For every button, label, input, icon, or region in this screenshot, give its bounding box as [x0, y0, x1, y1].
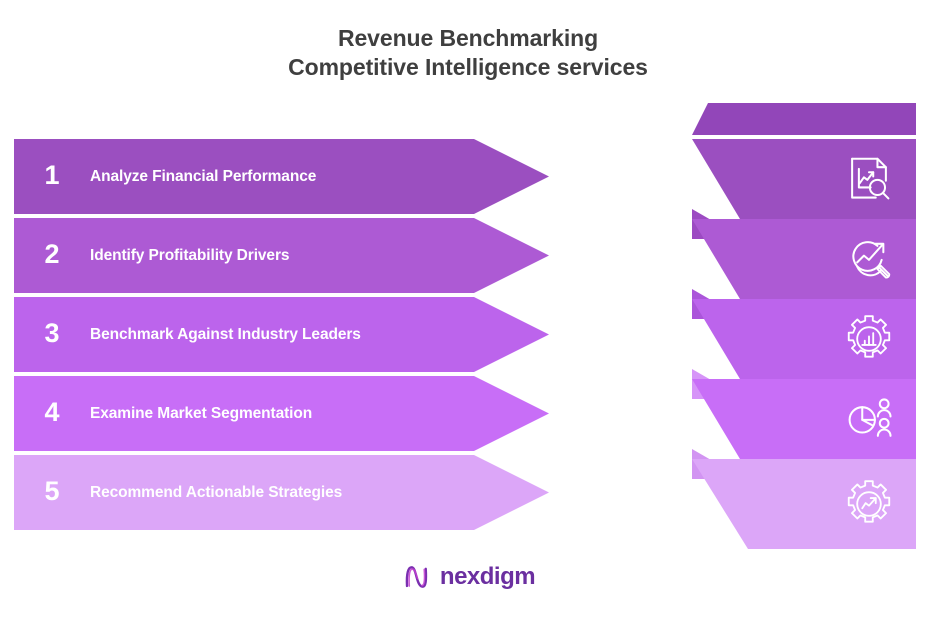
ribbon-band-2[interactable] [692, 219, 916, 299]
title-line-2: Competitive Intelligence services [288, 54, 648, 80]
step-number: 4 [44, 397, 60, 427]
chevron-step-4[interactable]: 4 Examine Market Segmentation [14, 376, 549, 451]
step-label: Identify Profitability Drivers [90, 246, 290, 264]
ribbon-band-4[interactable] [692, 379, 916, 459]
step-number: 5 [44, 476, 60, 506]
pie-chart-people-icon [842, 392, 896, 446]
chevron-step-1[interactable]: 1 Analyze Financial Performance [14, 139, 549, 214]
logo-wordmark: nexdigm [439, 563, 536, 590]
ribbon-band-1[interactable] [692, 139, 916, 219]
step-number: 2 [44, 239, 60, 269]
document-line-chart-search-icon [842, 152, 896, 206]
ribbon-band-5[interactable] [692, 459, 916, 549]
gear-bar-chart-icon [842, 312, 896, 366]
page-title: Revenue Benchmarking Competitive Intelli… [0, 24, 936, 82]
ribbon-top-cap [692, 103, 916, 135]
trend-arrow-magnifier-icon [842, 232, 896, 286]
step-number: 1 [44, 160, 60, 190]
step-number: 3 [44, 318, 60, 348]
step-label: Analyze Financial Performance [90, 167, 317, 185]
gear-trend-line-icon [842, 477, 896, 531]
title-line-1: Revenue Benchmarking [337, 25, 599, 51]
nexdigm-n-mark-icon [401, 562, 431, 592]
step-label: Benchmark Against Industry Leaders [90, 325, 361, 343]
step-label: Examine Market Segmentation [90, 404, 313, 422]
chevron-step-3[interactable]: 3 Benchmark Against Industry Leaders [14, 297, 549, 372]
steps-chevron-list: 1 Analyze Financial Performance 2 Identi… [14, 139, 549, 534]
chevron-step-2[interactable]: 2 Identify Profitability Drivers [14, 218, 549, 293]
chevron-step-5[interactable]: 5 Recommend Actionable Strategies [14, 455, 549, 530]
step-label: Recommend Actionable Strategies [90, 483, 343, 501]
brand-logo: nexdigm [0, 562, 936, 592]
ribbon-band-3[interactable] [692, 299, 916, 379]
icon-ribbon-panel [692, 103, 916, 549]
